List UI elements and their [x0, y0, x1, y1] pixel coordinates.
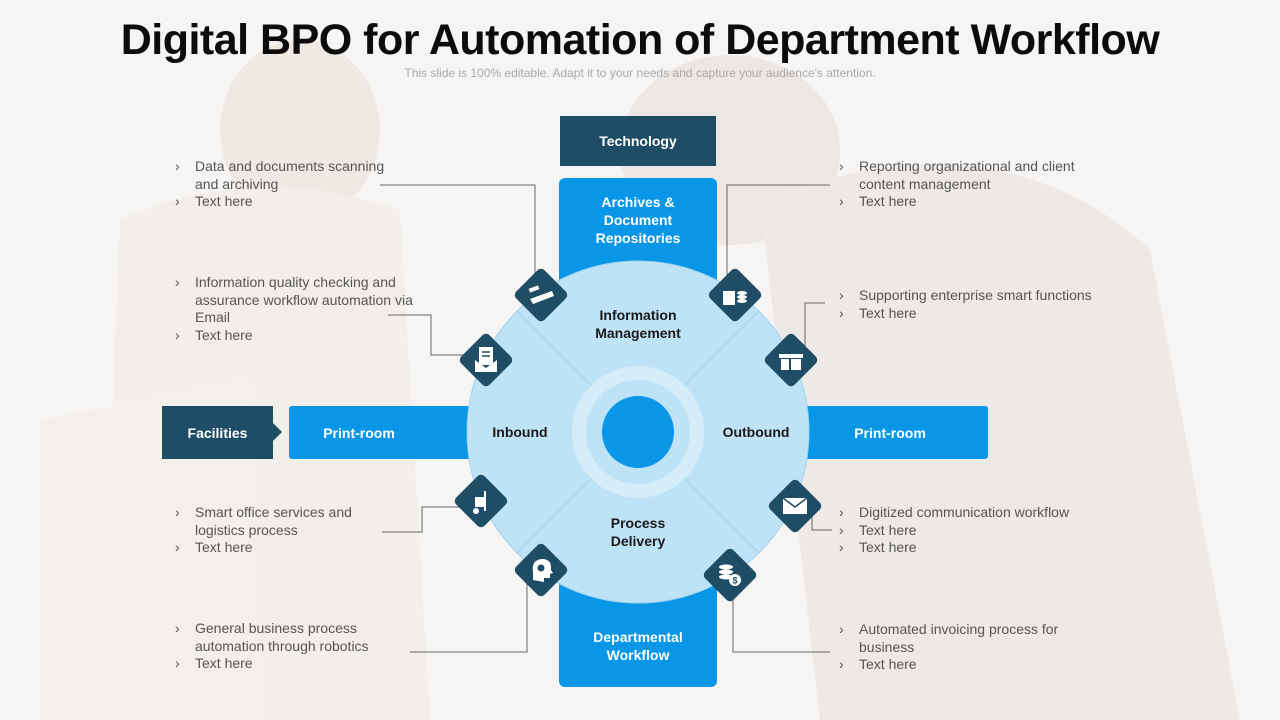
right-item-2-text: Supporting enterprise smart functions	[839, 287, 1119, 305]
right-item-1: Reporting organizational and client cont…	[839, 158, 1099, 211]
envelope-icon	[768, 479, 822, 533]
left-item-3-text: Smart office services and logistics proc…	[175, 504, 375, 539]
right-item-3-text: Digitized communication workflow	[839, 504, 1099, 522]
departmental-workflow-box: Departmental Workflow	[593, 629, 683, 663]
right-item-2-text-here: Text here	[839, 305, 1119, 323]
print-room-left: Print-room	[323, 424, 395, 441]
left-item-3: Smart office services and logistics proc…	[175, 504, 375, 557]
left-item-4-text-here: Text here	[175, 655, 395, 673]
right-item-4-text: Automated invoicing process for business	[839, 621, 1079, 656]
left-item-1-text: Data and documents scanning and archivin…	[175, 158, 405, 193]
technology-box: Technology	[560, 116, 716, 166]
left-item-2-text-here: Text here	[175, 327, 415, 345]
svg-text:$: $	[732, 576, 737, 586]
right-item-4-text-here: Text here	[839, 656, 1079, 674]
left-item-3-text-here: Text here	[175, 539, 375, 557]
left-item-1-text-here: Text here	[175, 193, 405, 211]
scanner-icon	[514, 268, 568, 322]
coins-dollar-icon: $	[703, 548, 757, 602]
inbound-label: Inbound	[492, 424, 548, 440]
right-item-1-text-here: Text here	[839, 193, 1099, 211]
email-document-icon	[459, 333, 513, 387]
left-item-4: General business process automation thro…	[175, 620, 395, 673]
robot-head-icon	[514, 543, 568, 597]
right-item-4: Automated invoicing process for business…	[839, 621, 1079, 674]
left-item-4-text: General business process automation thro…	[175, 620, 395, 655]
facilities-pointer	[272, 422, 282, 442]
office-furniture-icon	[764, 333, 818, 387]
facilities-box: Facilities	[162, 406, 273, 459]
right-item-2: Supporting enterprise smart functions Te…	[839, 287, 1119, 322]
outbound-label: Outbound	[722, 424, 790, 440]
archives-box: Archives & Document Repositories	[595, 194, 681, 246]
process-delivery-label: Process Delivery	[610, 515, 666, 549]
page-subtitle: This slide is 100% editable. Adapt it to…	[404, 66, 876, 80]
right-item-1-text: Reporting organizational and client cont…	[839, 158, 1099, 193]
information-management-label: Information Management	[595, 307, 681, 341]
right-item-3: Digitized communication workflow Text he…	[839, 504, 1099, 557]
left-item-2-text: Information quality checking and assuran…	[175, 274, 415, 327]
scooter-delivery-icon	[454, 474, 508, 528]
left-item-1: Data and documents scanning and archivin…	[175, 158, 405, 211]
print-room-right: Print-room	[854, 424, 926, 441]
page-title: Digital BPO for Automation of Department…	[120, 16, 1160, 64]
right-item-3-text-here-2: Text here	[839, 539, 1099, 557]
document-money-icon	[708, 268, 762, 322]
right-item-3-text-here-1: Text here	[839, 522, 1099, 540]
left-item-2: Information quality checking and assuran…	[175, 274, 415, 344]
